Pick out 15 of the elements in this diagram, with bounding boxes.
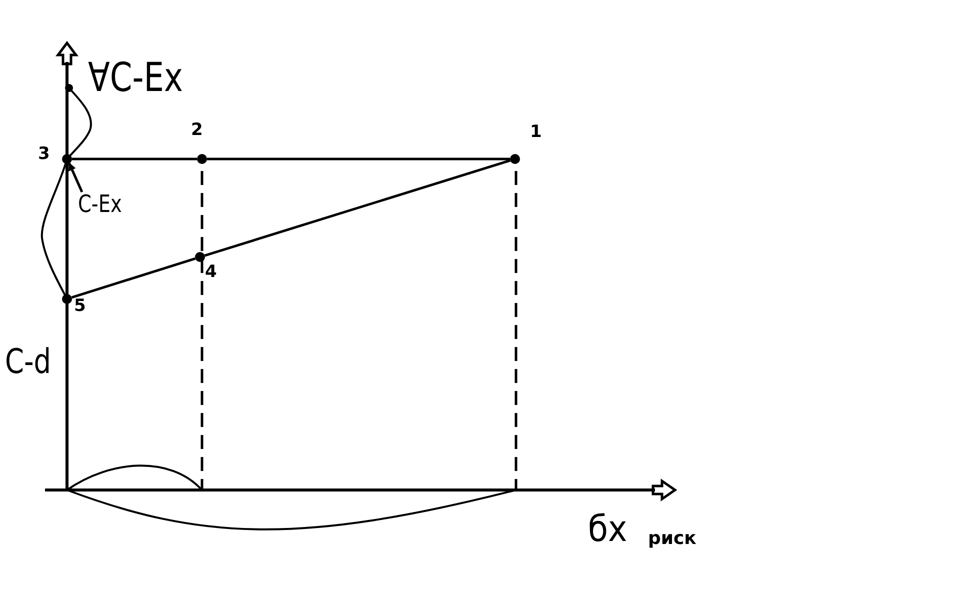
line-segment [207, 158, 510, 160]
line-segment [72, 158, 197, 160]
line-segment [71, 257, 196, 299]
axis-label: риск [648, 530, 696, 548]
axis-label: ∀C-Ex [88, 58, 183, 98]
point-number: 2 [191, 122, 203, 139]
point-number: 1 [530, 124, 542, 141]
axis-label: C-d [5, 345, 52, 379]
axis-label: бx [588, 512, 628, 548]
point-number: 4 [205, 264, 217, 281]
point-number: 3 [38, 146, 50, 163]
point-number: 5 [74, 298, 86, 315]
leader-arrow [68, 162, 84, 192]
annotation-text: C-Ex [78, 192, 122, 216]
line-segment [204, 159, 511, 257]
